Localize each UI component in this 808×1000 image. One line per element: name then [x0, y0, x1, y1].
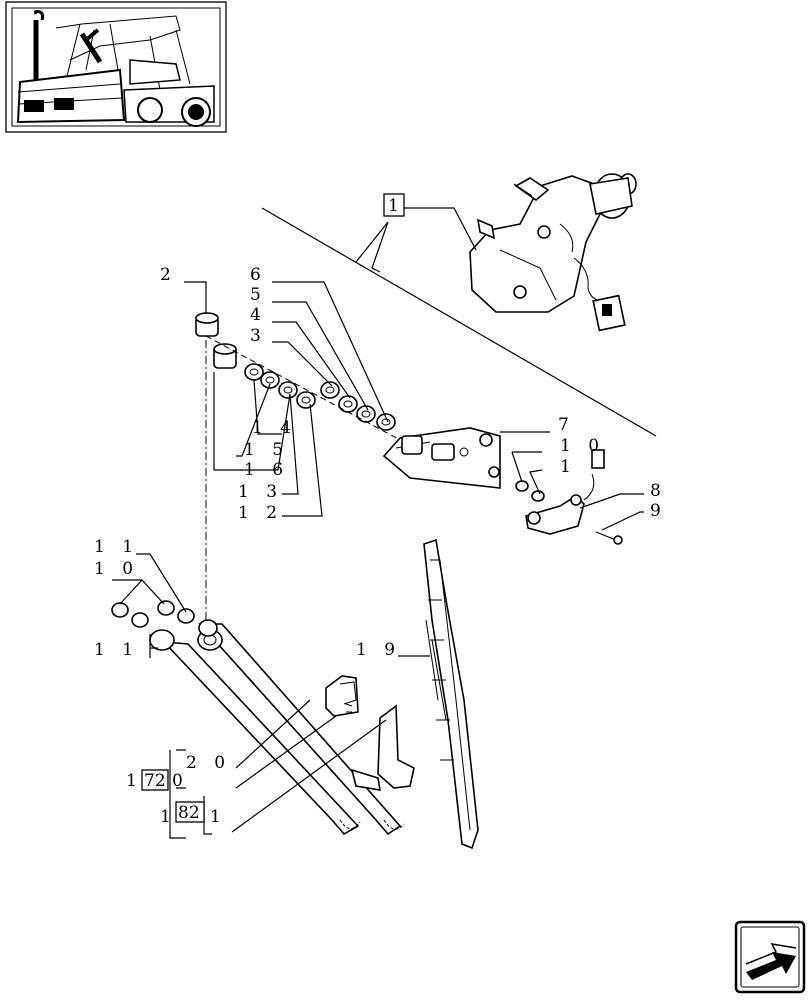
callout-6: 6 — [250, 265, 267, 285]
next-page-arrow-icon[interactable] — [734, 920, 806, 994]
callout-1-right: 1 — [560, 457, 577, 477]
callout-8: 8 — [650, 481, 667, 501]
callout-13: 1 3 — [238, 482, 283, 502]
callout-14: 1 4 — [252, 418, 297, 438]
ref-82-label: 82 — [178, 803, 200, 823]
callout-4: 4 — [250, 305, 267, 325]
callout-15: 1 5 — [244, 440, 289, 460]
callout-3: 3 — [250, 326, 267, 346]
tractor-cab-thumbnail-icon — [5, 1, 227, 133]
ref-top-label: 1 — [388, 196, 405, 216]
callout-12: 1 2 — [238, 503, 283, 523]
leader-ref-top — [404, 207, 477, 251]
divider-line — [261, 207, 657, 437]
callout-10-top: 1 0 — [560, 436, 605, 456]
callout-10-left: 1 0 — [94, 559, 139, 579]
callout-1-ref72: 1 — [126, 771, 143, 791]
callout-9: 9 — [650, 501, 667, 521]
callout-7: 7 — [558, 415, 575, 435]
ref-box-top — [383, 193, 405, 217]
ref-box-72 — [141, 769, 169, 791]
ref-box-82 — [175, 801, 205, 823]
ref-72-label: 72 — [144, 771, 166, 791]
callout-0-ref72: 0 — [172, 771, 189, 791]
callout-5: 5 — [250, 285, 267, 305]
wiper-motor-assembly — [469, 173, 637, 332]
wiper-blade — [423, 538, 479, 850]
callout-19: 1 9 — [356, 640, 401, 660]
callout-11-top: 1 1 — [94, 537, 139, 557]
callout-20: 2 0 — [186, 753, 231, 773]
callout-16: 1 6 — [244, 460, 289, 480]
bushing-stack — [195, 312, 396, 431]
wiper-arms — [111, 600, 405, 836]
arm-caps — [325, 675, 415, 791]
crank-assembly — [515, 449, 623, 545]
callout-1-after82: 1 — [210, 807, 227, 827]
callout-2: 2 — [160, 265, 177, 285]
callout-1-ref82: 1 — [160, 807, 177, 827]
linkage-plate — [382, 427, 501, 489]
callout-11-bottom: 1 1 — [94, 640, 139, 660]
